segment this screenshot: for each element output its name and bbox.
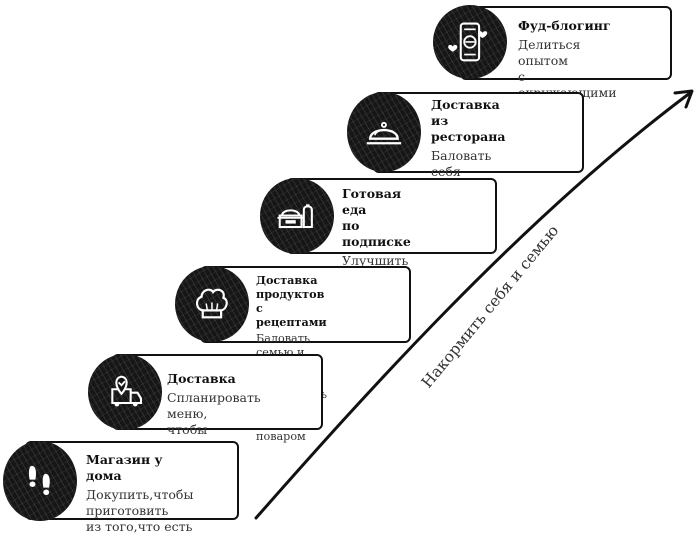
step-title: Доставка из ресторана (431, 97, 506, 144)
icon-circle (347, 92, 421, 172)
smartphone-hearts-icon (448, 22, 488, 62)
step-title: Фуд-блогинг (518, 18, 611, 33)
icon-circle (175, 266, 249, 342)
delivery-truck-location-icon (111, 376, 143, 407)
step-title: Доставка (167, 371, 236, 386)
step-title: Магазин у дома (86, 452, 163, 483)
icon-circle (260, 178, 334, 254)
icon-circle (88, 354, 162, 430)
step-title: Доставка продуктов с рецептами (256, 273, 327, 329)
icon-circle (3, 441, 77, 521)
arrow-head (673, 89, 694, 109)
footprints-icon (28, 466, 50, 496)
meal-kit-containers-icon (277, 204, 313, 229)
chef-hat-icon (196, 289, 228, 319)
step-description: Докупить,чтобы приготовить из того,что е… (86, 487, 194, 534)
step-title: Готовая еда по подписке (342, 186, 411, 249)
icon-circle (433, 5, 507, 79)
cloche-icon (366, 122, 402, 145)
arrow-shaft (254, 91, 692, 520)
